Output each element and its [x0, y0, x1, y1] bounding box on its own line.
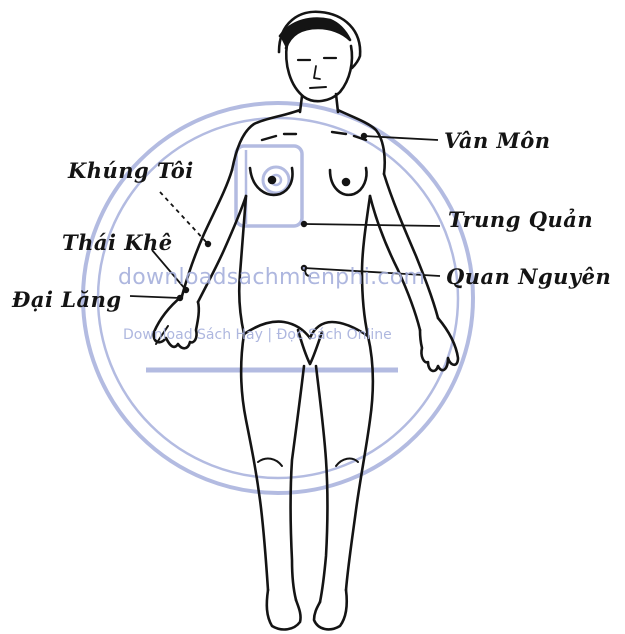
label-van-mon: Vân Môn	[444, 128, 551, 153]
acupoint-van-mon	[361, 133, 367, 139]
acupoint-khung-toi	[205, 241, 211, 247]
watermark-tagline: Download Sách Hay | Đọc Sách Online	[123, 327, 392, 343]
label-dai-lang: Đại Lăng	[12, 287, 122, 312]
right-arm-outer	[384, 174, 438, 318]
watermark-site-text: downloadsachmienphi.com	[118, 265, 425, 290]
left-leg-inner	[291, 366, 305, 600]
right-foot	[314, 590, 347, 629]
face-outline	[286, 44, 352, 101]
label-quan-nguyen: Quan Nguyên	[446, 264, 611, 289]
right-arm-inner	[370, 196, 420, 330]
leader-dai-lang	[130, 296, 180, 298]
acupoint-dai-lang	[177, 295, 183, 301]
label-khung-toi: Khúng Tôi	[68, 158, 194, 183]
leader-van-mon	[364, 136, 438, 140]
leader-trung-quan	[304, 224, 440, 226]
label-thai-khe: Thái Khê	[62, 230, 173, 255]
right-leg-inner	[316, 366, 328, 602]
acupoint-trung-quan	[301, 221, 307, 227]
right-shoulder	[338, 110, 385, 174]
label-trung-quan: Trung Quản	[448, 207, 593, 232]
